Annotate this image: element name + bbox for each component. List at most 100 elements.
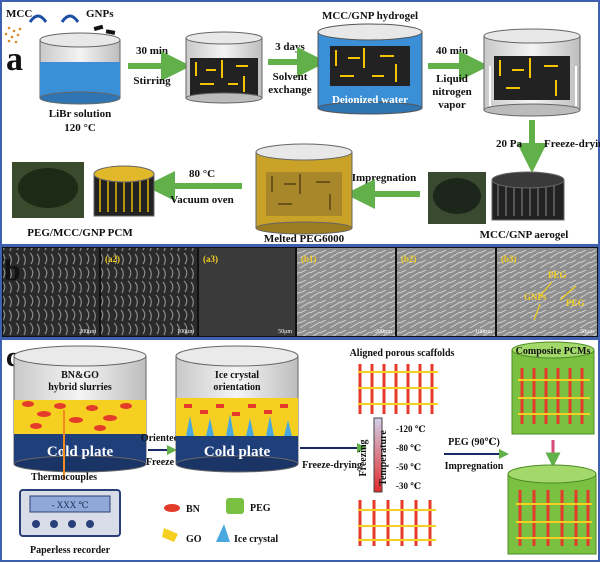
ice-label-1: Ice crystal (215, 370, 259, 381)
peg-legend-label: PEG (250, 503, 271, 514)
gnps-label: GNPs (86, 8, 114, 20)
ln2-time-label: 40 min (436, 45, 468, 57)
pcm-photo-sample (18, 168, 78, 208)
sem-tag-3: (a3) (203, 254, 218, 264)
stir-time-label: 30 min (136, 45, 168, 57)
sem-scale-4: 200μm (375, 329, 392, 335)
hydrogel-label: MCC/GNP hydrogel (322, 10, 418, 22)
temp-2: -80 ℃ (396, 443, 421, 453)
cold-plate-label-1: Cold plate (47, 444, 114, 460)
composite-label: Composite PCMs (516, 346, 591, 357)
stir-label: Stirring (133, 75, 171, 87)
freeze-dry-label: Freeze-drying (544, 138, 600, 150)
go-swatch (162, 528, 178, 542)
bn-legend-label: BN (186, 504, 201, 515)
sem-tag-5: (b2) (401, 254, 417, 264)
peg-temp-label: PEG (90℃) (448, 437, 500, 448)
exchange-label-1: Solvent (273, 71, 308, 83)
go-legend-label: GO (186, 534, 202, 545)
bn-swatch (164, 504, 180, 512)
oriented-label-2: Freeze (146, 457, 175, 468)
sem-tile-5 (397, 248, 495, 336)
slurry-label-1: BN&GO (61, 370, 99, 381)
recorder-label: Paperless recorder (30, 545, 111, 556)
sem-tag-2: (a2) (105, 254, 120, 264)
freezing-label-2: Temperature (378, 430, 389, 486)
slurry-beaker (13, 345, 147, 473)
composite-top (511, 341, 595, 435)
ice-label-2: orientation (213, 382, 261, 393)
melted-peg-label: Melted PEG6000 (264, 233, 345, 245)
sem-scale-2: 100μm (177, 329, 194, 335)
gnp-arrow-icon (60, 14, 80, 23)
temp-1: -120 ℃ (396, 424, 426, 434)
recorder-display: - XXX ℃ (51, 500, 88, 510)
composite-bottom (507, 464, 597, 555)
impregnation-label: Impregnation (352, 172, 417, 184)
libr-label: LiBr solution (49, 108, 111, 120)
panel-b: b (a2) (a3) (b1) (b2) (b3) 200μm 100μm 5… (0, 245, 600, 339)
sem-note-gnps: GNPs (524, 292, 547, 302)
sem-scale-1: 200μm (79, 329, 96, 335)
aerogel-cylinder (491, 171, 565, 221)
peg-swatch (226, 498, 244, 514)
water-label: Deionized water (332, 94, 408, 106)
ln2-label-1: Liquid (436, 73, 468, 85)
freezing-label-1: Freezing (358, 439, 369, 476)
freezing-thermometer (373, 417, 383, 493)
freeze-drying-label: Freeze-drying (302, 460, 362, 471)
vacuum-oven-label: Vacuum oven (170, 194, 233, 206)
material-legend: BN PEG GO Ice crystal (162, 498, 278, 545)
sem-scale-5: 100μm (475, 329, 492, 335)
temp-4: -30 ℃ (396, 481, 421, 491)
exchange-label-2: exchange (268, 84, 312, 96)
libr-beaker (39, 32, 121, 105)
ice-orientation-beaker (175, 345, 299, 473)
scaffold-top (358, 364, 438, 414)
pcm-label: PEG/MCC/GNP PCM (27, 227, 133, 239)
sem-scale-6: 50μm (580, 329, 594, 335)
mcc-arrow-icon (28, 14, 48, 23)
cold-plate-label-2: Cold plate (204, 444, 271, 460)
stirred-beaker (185, 31, 263, 104)
mcc-label: MCC (6, 8, 32, 20)
scaffolds-label: Aligned porous scaffolds (350, 348, 455, 359)
ln2-label-3: vapor (438, 99, 466, 111)
sem-note-peg-1: PEG (548, 270, 567, 280)
sem-note-peg-2: PEG (566, 298, 585, 308)
oriented-label-1: Oriented (141, 433, 180, 444)
oven-temp-label: 80 °C (189, 168, 215, 180)
pcm-cylinder (93, 165, 155, 217)
hydrogel-beaker (317, 23, 423, 115)
sem-scale-3: 50μm (278, 329, 292, 335)
scaffold-bottom (358, 500, 436, 546)
sem-note-arrows (533, 281, 577, 321)
ice-legend-label: Ice crystal (234, 534, 278, 545)
ice-swatch (216, 524, 230, 542)
sem-tile-2 (101, 248, 197, 336)
slurry-label-2: hybrid slurries (48, 382, 112, 393)
panel-a: a MCC GNPs (0, 0, 600, 246)
melted-peg-beaker (255, 143, 353, 235)
libr-temp-label: 120 °C (64, 122, 96, 134)
aerogel-label: MCC/GNP aerogel (480, 229, 569, 241)
panel-b-letter: b (4, 254, 21, 287)
sem-tile-6 (497, 248, 597, 336)
panel-a-letter: a (6, 41, 23, 78)
impregnation-label-c: Impregnation (445, 461, 504, 472)
ln2-label-2: nitrogen (432, 86, 472, 98)
sem-tile-1 (3, 248, 99, 336)
pressure-label: 20 Pa (496, 138, 522, 150)
panel-c: c BN&GO hybrid slurries Cold plate Therm… (0, 338, 600, 562)
paperless-recorder (19, 489, 121, 537)
mcc-particles-icon (4, 26, 22, 44)
sem-tag-4: (b1) (301, 254, 317, 264)
frozen-beaker (483, 28, 581, 117)
sem-tile-3 (199, 248, 295, 336)
sem-tag-6: (b3) (501, 254, 517, 264)
aerogel-photo-sample (433, 178, 481, 214)
temp-3: -50 ℃ (396, 462, 421, 472)
exchange-days-label: 3 days (275, 41, 305, 53)
sem-tile-4 (297, 248, 395, 336)
